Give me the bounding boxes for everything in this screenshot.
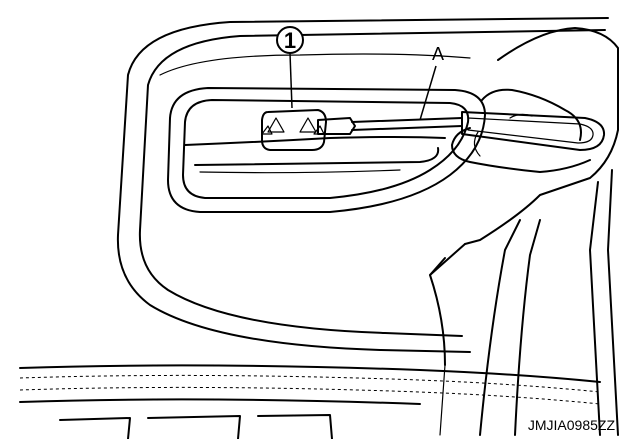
- callout-1-leader: [289, 52, 293, 109]
- tool-label-a-text: A: [432, 44, 444, 64]
- armrest: [19, 364, 601, 439]
- tool-label-a-leader: [419, 65, 437, 121]
- technician-hand: [451, 27, 619, 245]
- door-pillar: [429, 169, 619, 436]
- callout-1-number: 1: [284, 28, 296, 53]
- handle-escutcheon: [167, 87, 486, 213]
- figure-code: JMJIA0985ZZ: [528, 417, 616, 433]
- flat-screwdriver: [317, 111, 606, 151]
- door-trim-panel: [116, 17, 609, 353]
- handle-cover-clip: [261, 109, 327, 151]
- callout-1: 1: [276, 26, 304, 109]
- tool-label-a: A: [419, 44, 444, 121]
